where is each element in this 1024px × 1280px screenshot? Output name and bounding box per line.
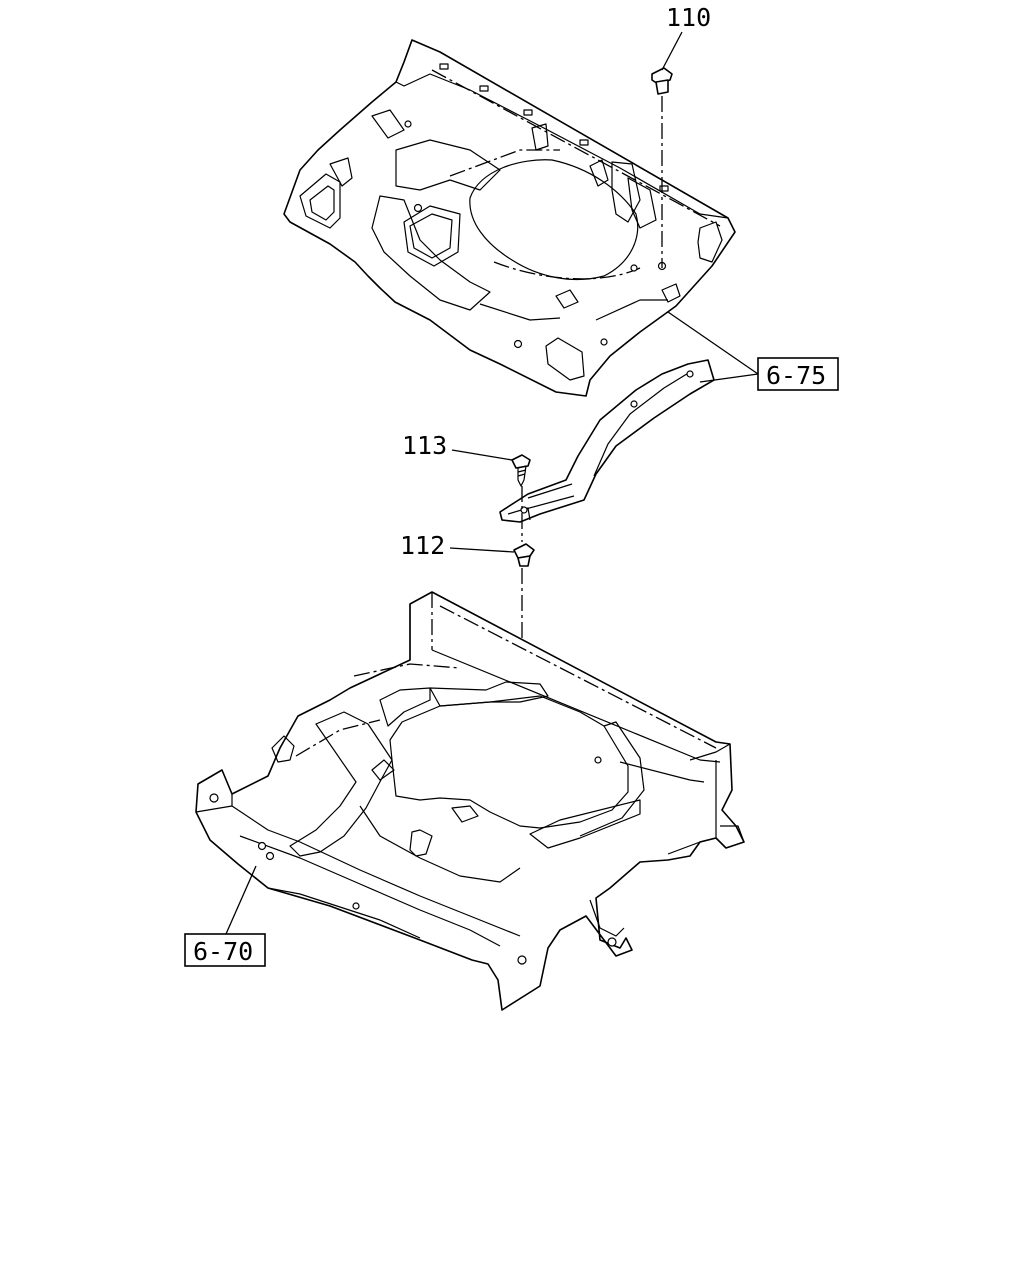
callout-6-75-label: 6-75	[766, 361, 826, 390]
callout-110: 110	[661, 3, 711, 71]
bolt-110	[651, 67, 673, 95]
callout-6-75: 6-75	[667, 311, 839, 391]
callout-112-leader	[449, 547, 515, 553]
callout-110-leader	[661, 31, 683, 71]
upper-floor-panel	[283, 39, 736, 397]
reinforcement-bracket	[499, 359, 715, 523]
callout-113-leader	[451, 449, 513, 461]
callout-113-label: 113	[402, 431, 447, 460]
lower-floor-pan	[195, 591, 745, 1011]
callout-110-label: 110	[666, 3, 711, 32]
clip-112	[513, 543, 535, 567]
callout-6-75-box	[757, 357, 839, 391]
callout-112: 112	[400, 531, 515, 560]
callout-6-70: 6-70	[184, 865, 266, 967]
callout-6-70-box	[184, 933, 266, 967]
callout-6-70-label: 6-70	[193, 937, 253, 966]
callout-6-75-leader-a	[667, 311, 759, 375]
callout-113: 113	[402, 431, 513, 461]
screw-113	[511, 454, 531, 487]
callout-112-label: 112	[400, 531, 445, 560]
callout-6-70-leader	[225, 865, 257, 935]
callout-6-75-leader-b	[699, 373, 759, 383]
